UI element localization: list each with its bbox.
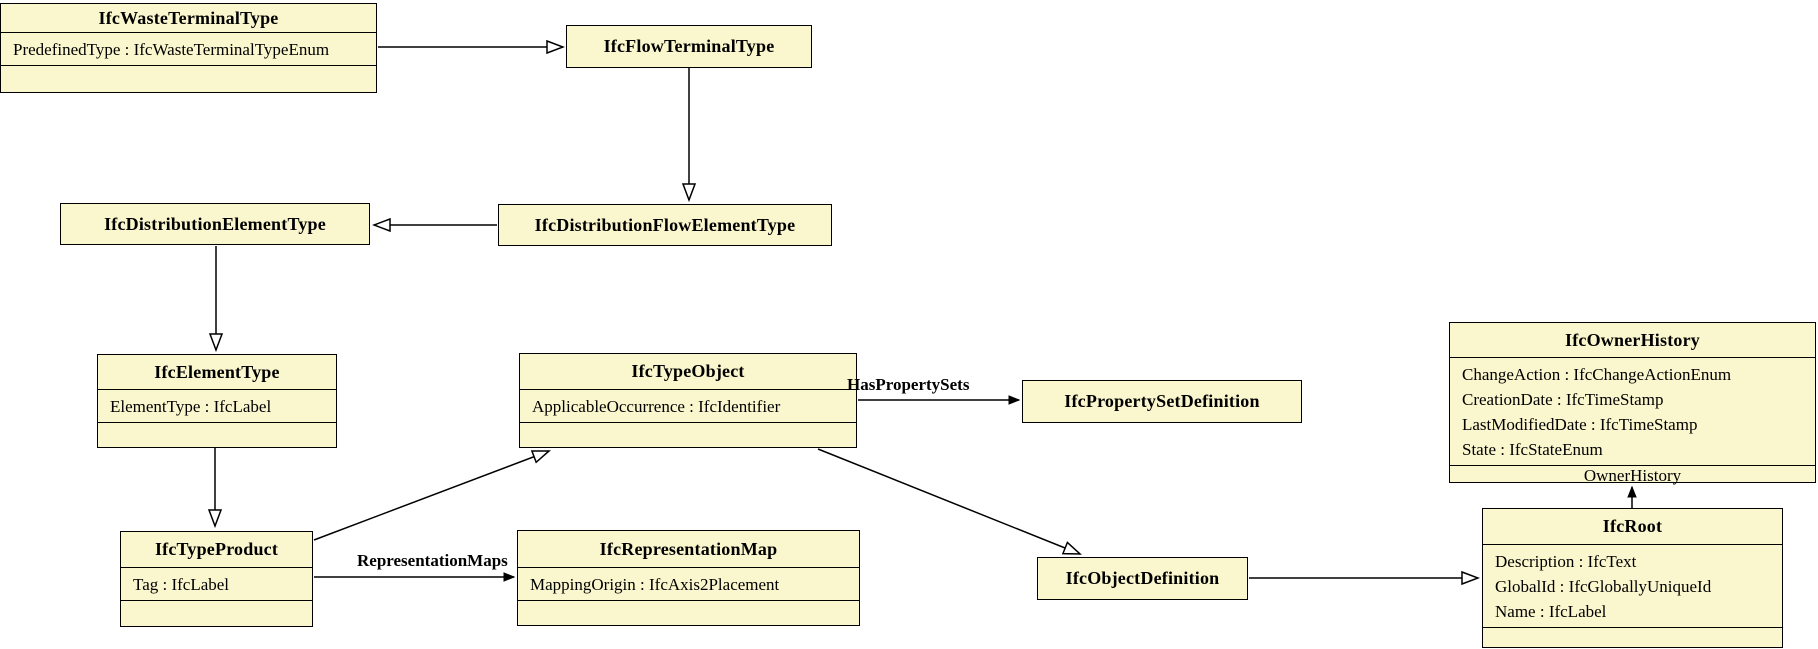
class-empty-compartment <box>1483 627 1782 647</box>
class-box-ifcdistributionelementtype[interactable]: IfcDistributionElementType <box>60 203 370 245</box>
class-box-ifcpropertysetdefinition[interactable]: IfcPropertySetDefinition <box>1022 380 1302 423</box>
class-attributes: Tag : IfcLabel <box>121 567 312 600</box>
class-title: IfcTypeObject <box>631 361 745 381</box>
class-box-ifcownerhistory[interactable]: IfcOwnerHistory ChangeAction : IfcChange… <box>1449 322 1816 486</box>
attribute-row: ElementType : IfcLabel <box>110 397 272 416</box>
class-title: IfcElementType <box>154 361 280 382</box>
class-title: IfcPropertySetDefinition <box>1064 391 1260 411</box>
attribute-row: LastModifiedDate : IfcTimeStamp <box>1462 415 1698 434</box>
class-empty-compartment <box>518 600 859 625</box>
class-box-ifcobjectdefinition[interactable]: IfcObjectDefinition <box>1037 557 1248 600</box>
class-empty-compartment <box>1 65 376 92</box>
attribute-row: CreationDate : IfcTimeStamp <box>1462 390 1664 409</box>
class-box-ifcelementtype[interactable]: IfcElementType ElementType : IfcLabel <box>97 354 337 448</box>
attribute-row: Name : IfcLabel <box>1495 602 1607 621</box>
edge-label-representationmaps: RepresentationMaps <box>357 551 508 570</box>
class-empty-compartment <box>121 600 312 626</box>
class-title: IfcFlowTerminalType <box>603 36 775 56</box>
class-box-ifcflowterminaltype[interactable]: IfcFlowTerminalType <box>566 25 812 68</box>
attribute-row: PredefinedType : IfcWasteTerminalTypeEnu… <box>13 40 330 59</box>
class-title: IfcTypeProduct <box>154 539 279 559</box>
class-attributes: ElementType : IfcLabel <box>98 389 336 422</box>
edge-label-haspropertysets: HasPropertySets <box>847 375 970 394</box>
inheritance-arrow-typeobject-to-objectdefinition <box>817 448 1080 554</box>
class-title: IfcDistributionFlowElementType <box>534 214 796 235</box>
class-title: IfcDistributionElementType <box>104 213 326 234</box>
attribute-row: ApplicableOccurrence : IfcIdentifier <box>532 397 781 416</box>
inheritance-arrow-typeproduct-to-typeobject <box>313 451 549 541</box>
attribute-row: MappingOrigin : IfcAxis2Placement <box>530 575 780 594</box>
attribute-row: GlobalId : IfcGloballyUniqueId <box>1495 577 1712 596</box>
attribute-row: ChangeAction : IfcChangeActionEnum <box>1462 365 1732 384</box>
attribute-row: Tag : IfcLabel <box>133 575 230 594</box>
class-attributes: MappingOrigin : IfcAxis2Placement <box>518 567 859 600</box>
class-empty-compartment <box>520 422 856 447</box>
class-attributes: Description : IfcText GlobalId : IfcGlob… <box>1483 544 1782 627</box>
class-empty-compartment <box>98 422 336 447</box>
class-title: IfcWasteTerminalType <box>98 7 279 28</box>
class-box-ifcroot[interactable]: IfcRoot Description : IfcText GlobalId :… <box>1482 508 1783 648</box>
class-box-ifcrepresentationmap[interactable]: IfcRepresentationMap MappingOrigin : Ifc… <box>517 530 860 626</box>
class-title: IfcObjectDefinition <box>1065 568 1220 588</box>
class-title: IfcOwnerHistory <box>1565 329 1700 350</box>
class-box-ifcdistributionflowelementtype[interactable]: IfcDistributionFlowElementType <box>498 204 832 246</box>
class-title: IfcRepresentationMap <box>599 538 778 559</box>
association-role-ownerhistory: OwnerHistory <box>1450 465 1815 486</box>
class-attributes: ChangeAction : IfcChangeActionEnum Creat… <box>1450 357 1815 465</box>
class-box-ifctypeproduct[interactable]: IfcTypeProduct Tag : IfcLabel <box>120 531 313 627</box>
attribute-row: Description : IfcText <box>1495 552 1637 571</box>
class-attributes: ApplicableOccurrence : IfcIdentifier <box>520 389 856 422</box>
attribute-row: State : IfcStateEnum <box>1462 440 1603 459</box>
class-box-ifctypeobject[interactable]: IfcTypeObject ApplicableOccurrence : Ifc… <box>519 353 857 448</box>
class-box-ifcwasteterminaltype[interactable]: IfcWasteTerminalType PredefinedType : If… <box>0 3 377 93</box>
class-title: IfcRoot <box>1602 516 1663 536</box>
class-attributes: PredefinedType : IfcWasteTerminalTypeEnu… <box>1 32 376 65</box>
